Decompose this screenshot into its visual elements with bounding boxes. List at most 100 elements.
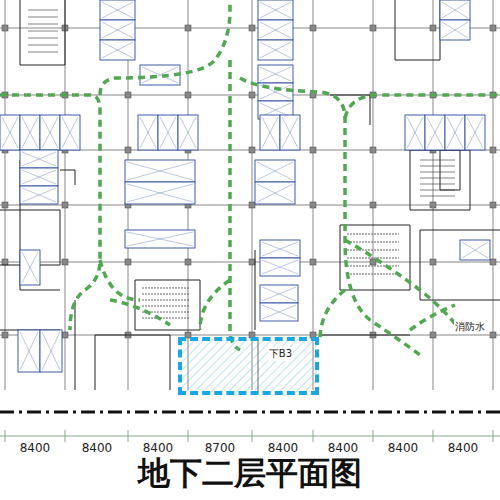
note-line: [347, 233, 399, 234]
parking-stall: [440, 0, 470, 20]
stair-tread: [420, 184, 455, 185]
column: [490, 25, 496, 31]
wall: [420, 230, 500, 231]
stair-tread: [28, 38, 58, 39]
column: [430, 25, 436, 31]
column: [249, 147, 255, 153]
note-line: [142, 299, 190, 300]
column: [249, 92, 255, 98]
dimension-tick: [5, 430, 6, 442]
wall: [20, 160, 60, 290]
parking-stall: [125, 182, 195, 204]
wall: [410, 150, 470, 210]
column: [310, 147, 316, 153]
parking-stall: [20, 150, 58, 168]
column: [249, 259, 255, 265]
dimension-tick: [252, 430, 253, 442]
parking-stall: [178, 115, 198, 150]
lane-path: [410, 305, 455, 330]
ramp-label: 下B3: [268, 347, 293, 361]
parking-stall: [258, 65, 293, 83]
wall: [420, 230, 500, 300]
parking-stall: [260, 240, 300, 258]
stair-tread: [420, 178, 455, 179]
parking-stall: [260, 285, 298, 303]
note-line: [142, 317, 190, 318]
stair-tread: [28, 45, 58, 46]
parking-stall: [138, 115, 158, 150]
dimension-text: 8400: [81, 441, 114, 455]
boundary-line: [0, 411, 500, 414]
column: [490, 147, 496, 153]
column: [430, 202, 436, 208]
column: [249, 202, 255, 208]
column: [2, 259, 8, 265]
note-line: [347, 257, 399, 258]
column: [2, 25, 8, 31]
column: [370, 147, 376, 153]
structural-grid: [0, 0, 500, 390]
stair-tread: [28, 52, 58, 53]
grid-line: [373, 0, 374, 390]
dimension-tick: [493, 430, 494, 442]
stair-tread: [28, 31, 58, 32]
parking-stall: [0, 115, 20, 150]
column: [310, 25, 316, 31]
column: [490, 202, 496, 208]
ramp-line: [258, 339, 259, 393]
parking-stall: [440, 20, 470, 40]
dimension-text: 8400: [327, 441, 360, 455]
note-line: [347, 273, 399, 274]
column: [430, 259, 436, 265]
wall: [255, 250, 256, 330]
wall: [20, 0, 65, 65]
lane-path: [100, 0, 230, 95]
column: [62, 202, 68, 208]
lane-path: [320, 290, 345, 340]
dimension-tick: [128, 430, 129, 442]
dimension-tick: [65, 430, 66, 442]
note-line: [142, 305, 190, 306]
ramp-box: 下B3: [178, 337, 319, 395]
parking-stall: [125, 230, 195, 248]
lane-path: [230, 60, 240, 350]
column: [370, 25, 376, 31]
note-line: [347, 241, 399, 242]
dimension-text: 8400: [142, 441, 175, 455]
column: [125, 92, 131, 98]
grid-line: [252, 0, 253, 390]
parking-stall: [18, 330, 40, 372]
parking-stall: [100, 0, 135, 20]
column: [2, 202, 8, 208]
column: [249, 25, 255, 31]
wall-lines: [0, 0, 500, 390]
parking-stall: [425, 115, 445, 150]
column: [62, 332, 68, 338]
lane-path: [100, 260, 170, 325]
column: [310, 202, 316, 208]
dimension-tick: [373, 430, 374, 442]
stair-tread: [28, 10, 58, 11]
column: [125, 259, 131, 265]
wall: [170, 335, 171, 390]
column: [185, 259, 191, 265]
parking-stall: [258, 20, 293, 40]
parking-stalls: [0, 0, 490, 372]
dimension-text: 8400: [267, 441, 300, 455]
dimension-line: [0, 412, 500, 442]
lane-path: [200, 280, 230, 330]
parking-stall: [125, 160, 195, 182]
dimension-line: [0, 436, 500, 437]
column: [62, 259, 68, 265]
wall: [95, 335, 410, 336]
room-name: 消防水: [454, 320, 486, 334]
parking-stall: [100, 40, 135, 60]
lane-path: [345, 95, 500, 118]
wall: [75, 300, 76, 390]
grid-line: [313, 0, 314, 390]
note-line: [347, 265, 399, 266]
parking-stall: [255, 182, 295, 204]
parking-stall: [20, 186, 58, 204]
column: [185, 92, 191, 98]
